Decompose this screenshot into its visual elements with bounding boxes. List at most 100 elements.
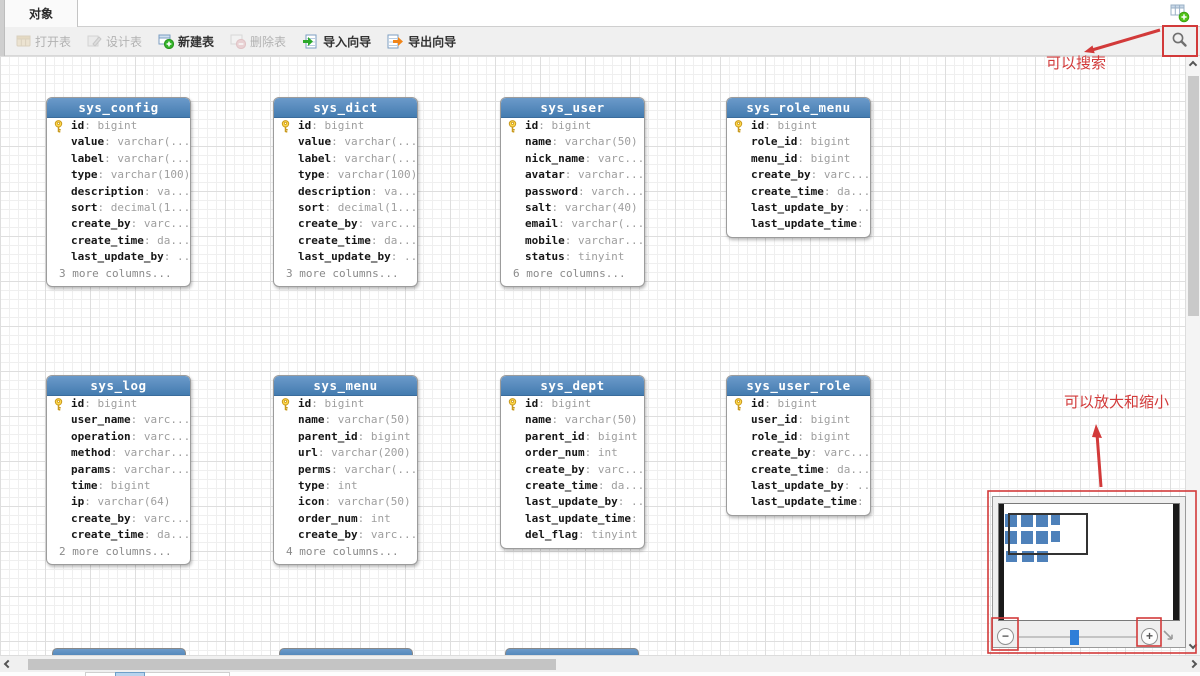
toolbar-button-new-table[interactable]: 新建表 [152,29,220,53]
partial-table-header[interactable] [52,648,186,655]
tab-objects-label: 对象 [28,7,53,21]
field-type: varchar... [565,168,644,181]
table-card-sys_menu[interactable]: sys_menuidbigintnamevarchar(50)parent_id… [273,375,418,565]
field-name: url [298,446,318,460]
field-name: name [525,413,552,427]
table-field-row: idbigint [47,118,190,134]
table-field-row: saltvarchar(40) [501,200,644,216]
primary-key-icon [733,120,744,134]
scroll-down-icon[interactable] [1188,640,1198,650]
new-table-icon [158,34,175,49]
field-name: role_id [751,429,798,443]
table-field-row: namevarchar(50) [274,412,417,428]
field-name: create_by [298,528,358,542]
primary-key-icon [280,120,291,134]
scroll-right-icon[interactable] [1188,659,1197,669]
add-table-tab-icon[interactable] [1170,4,1192,24]
scroll-corner[interactable] [1185,655,1200,672]
scroll-left-icon[interactable] [3,659,13,669]
field-name: create_by [525,462,585,476]
table-field-row: last_update_by... [47,249,190,265]
toolbar-button-label: 新建表 [178,34,215,49]
design-table-icon [87,34,102,48]
table-field-row: create_byvarc... [47,511,190,527]
table-field-row: namevarchar(50) [501,412,644,428]
field-name: avatar [525,168,565,182]
table-name: sys_user [501,98,644,118]
field-name: label [298,151,332,165]
primary-key-icon [280,398,291,412]
vertical-scroll-thumb[interactable] [1188,76,1199,316]
field-name: id [298,397,312,410]
field-name: parent_id [298,429,358,443]
zoom-out-button[interactable]: − [997,628,1014,645]
partial-table-header[interactable] [505,648,639,655]
field-name: last_update_by [71,250,164,264]
field-name: user_name [71,413,131,427]
table-field-row: permsvarchar(... [274,462,417,478]
table-field-row: create_byvarc... [727,445,870,461]
table-field-row: create_timeda... [727,462,870,478]
field-type: varc... [585,463,644,476]
search-button[interactable] [1164,29,1194,55]
resize-handle-icon[interactable] [1162,629,1175,647]
table-field-row: timebigint [47,478,190,494]
field-name: create_time [751,462,824,476]
delete-table-icon [230,34,247,49]
toolbar-button-label: 设计表 [106,34,143,49]
zoom-slider-handle[interactable] [1070,630,1079,645]
table-card-sys_config[interactable]: sys_configidbigintvaluevarchar(...labelv… [46,97,191,287]
field-name: name [298,413,325,427]
field-name: last_update_time [525,511,631,525]
field-name: ip [71,495,85,509]
table-card-sys_dept[interactable]: sys_deptidbigintnamevarchar(50)parent_id… [500,375,645,549]
minimap-view[interactable] [998,503,1180,621]
table-field-row: create_byvarc... [727,167,870,183]
field-name: menu_id [751,151,798,165]
field-type: varchar(100) [325,168,418,181]
toolbar-button-export-wizard[interactable]: 导出向导 [381,29,462,53]
field-name: name [525,135,552,149]
table-field-row: idbigint [47,396,190,412]
minimap-viewport[interactable] [1008,513,1088,555]
field-type: varc... [131,430,190,443]
vertical-scrollbar[interactable] [1185,56,1200,655]
table-name: sys_role_menu [727,98,870,118]
scroll-up-icon[interactable] [1188,60,1198,70]
field-type: da... [824,463,870,476]
field-type: varchar(50) [552,135,638,148]
field-type: bigint [764,397,817,410]
minimap-panel: − + [992,496,1186,648]
zoom-in-button[interactable]: + [1141,628,1158,645]
table-field-row: sortdecimal(1... [274,200,417,216]
toolbar-button-label: 打开表 [35,34,72,49]
field-type: int [325,479,358,492]
field-type: varc... [358,217,417,230]
open-table-icon [16,34,31,48]
toolbar-button-design-table: 设计表 [81,29,148,53]
field-type: bigint [797,152,850,165]
table-card-sys_user[interactable]: sys_useridbigintnamevarchar(50)nick_name… [500,97,645,287]
table-field-row: ipvarchar(64) [47,494,190,510]
table-card-sys_user_role[interactable]: sys_user_roleidbigintuser_idbigintrole_i… [726,375,871,516]
primary-key-icon [53,120,64,134]
field-name: last_update_by [751,200,844,214]
table-card-sys_log[interactable]: sys_logidbigintuser_namevarc...operation… [46,375,191,565]
table-field-row: descriptionva... [47,184,190,200]
table-card-sys_dict[interactable]: sys_dictidbigintvaluevarchar(...labelvar… [273,97,418,287]
minimap-left-bar [999,504,1004,620]
field-name: method [71,446,111,460]
field-type: varchar(... [331,152,417,165]
table-card-sys_role_menu[interactable]: sys_role_menuidbigintrole_idbigintmenu_i… [726,97,871,238]
horizontal-scrollbar[interactable] [0,655,1185,672]
table-field-row: user_idbigint [727,412,870,428]
horizontal-scroll-thumb[interactable] [28,659,556,670]
partial-table-header[interactable] [279,648,413,655]
tab-objects[interactable]: 对象 [5,0,78,27]
left-splitter[interactable] [0,0,5,56]
field-type: da... [144,234,190,247]
toolbar-button-import-wizard[interactable]: 导入向导 [296,29,377,53]
table-field-row: nick_namevarc... [501,151,644,167]
table-name: sys_log [47,376,190,396]
more-columns-label: 4 more columns... [286,544,399,558]
